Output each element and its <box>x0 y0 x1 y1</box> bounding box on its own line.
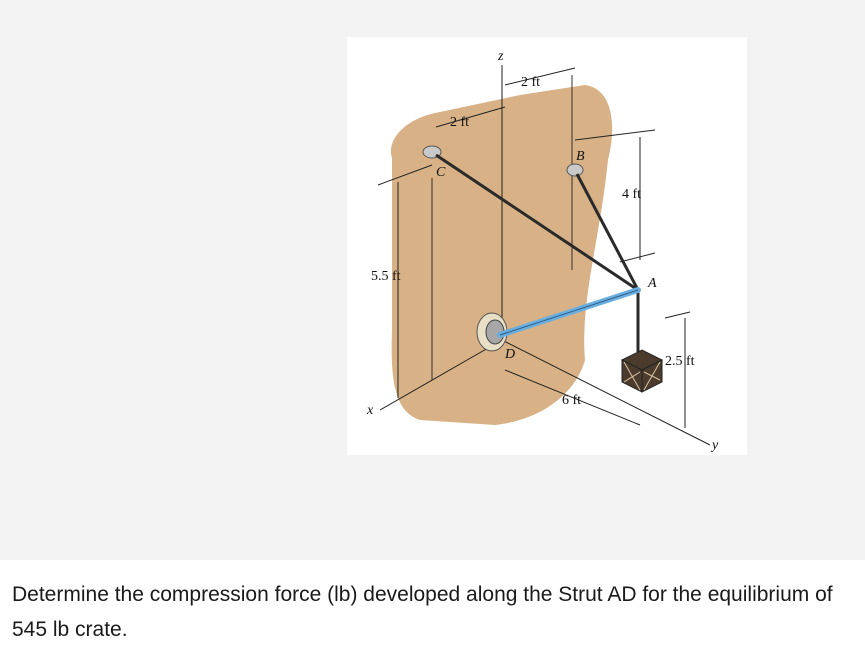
cable-AC <box>435 153 639 292</box>
dim-label-C-offset: 2 ft <box>450 115 469 130</box>
cable-AB <box>575 173 640 291</box>
figure-panel: z x y A B C D 2 ft 2 ft 5.5 ft 4 ft 2.5 … <box>0 0 865 560</box>
point-label-A: A <box>647 276 657 291</box>
y-axis-label: y <box>710 438 719 453</box>
x-axis-label: x <box>366 403 374 418</box>
dim-label-y-distance: 6 ft <box>562 393 581 408</box>
point-label-D: D <box>504 347 515 362</box>
strut-AD-edge <box>499 289 639 336</box>
dim-label-crate-height: 2.5 ft <box>665 354 695 369</box>
dim-label-drop: 4 ft <box>622 187 641 202</box>
crate-slats <box>623 361 661 391</box>
axes <box>379 65 711 446</box>
dim-label-height: 5.5 ft <box>371 269 401 284</box>
question-text: Determine the compression force (lb) dev… <box>12 583 833 641</box>
point-label-B: B <box>576 149 585 164</box>
dimension-lines <box>377 67 691 428</box>
dim-label-B-offset: 2 ft <box>521 75 540 90</box>
cables <box>435 153 640 352</box>
z-axis-label: z <box>497 49 504 64</box>
y-axis <box>501 339 711 446</box>
point-label-C: C <box>436 165 446 180</box>
statics-figure: z x y A B C D 2 ft 2 ft 5.5 ft 4 ft 2.5 … <box>347 37 747 455</box>
support-B <box>566 163 584 177</box>
x-axis <box>379 339 503 411</box>
